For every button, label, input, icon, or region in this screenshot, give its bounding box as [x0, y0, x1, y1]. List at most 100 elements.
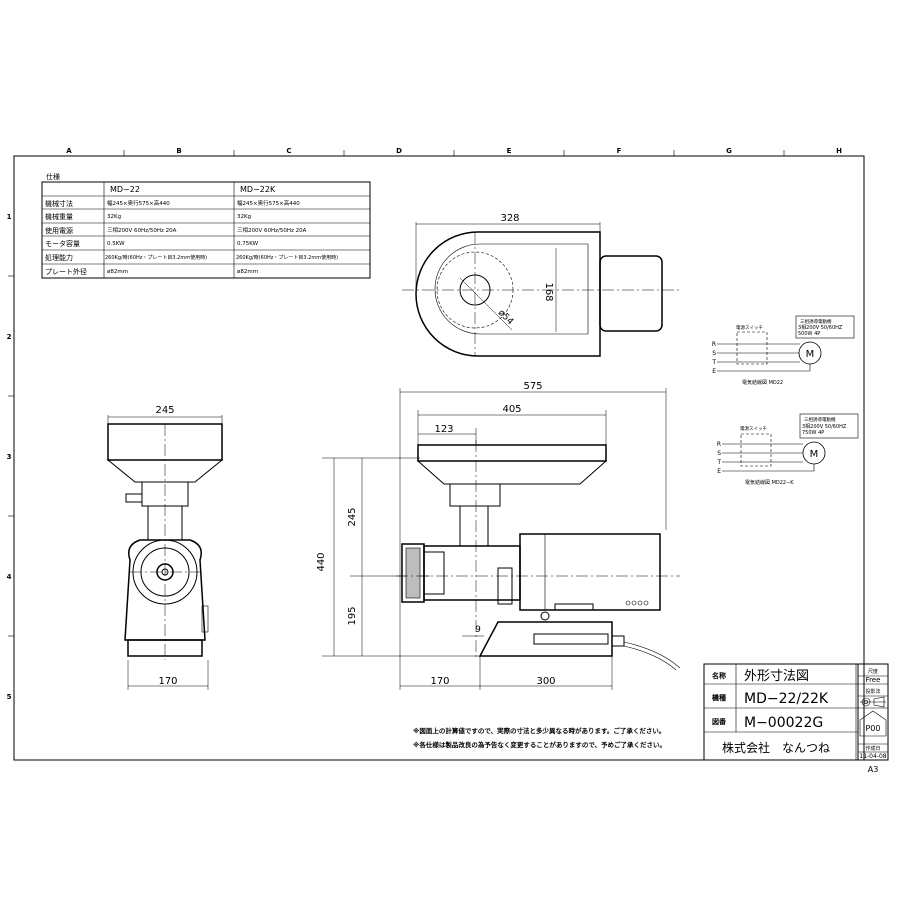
title-model-label: 機種: [712, 693, 726, 702]
side-view-dim-total: 575: [523, 381, 542, 392]
side-view-dim-upper: 245: [347, 507, 358, 526]
terminal-label: R: [717, 441, 721, 448]
title-drawing-no-label: 図番: [712, 717, 727, 726]
terminal-label: T: [716, 459, 721, 466]
motor-symbol: M: [806, 349, 815, 360]
title-name-label: 名称: [712, 671, 726, 680]
drawing-border: [13, 155, 865, 761]
top-view-dim-width: 328: [500, 213, 519, 224]
spec-row-label: プレート外径: [45, 267, 87, 276]
spec-cell: 幅245×奥行575×高440: [237, 199, 300, 207]
spec-row-label: 処理能力: [45, 253, 73, 262]
spec-header-md22k: MD−22K: [240, 185, 276, 194]
grid-row-labels: 1 2 3 4 5: [7, 213, 12, 701]
top-view: 328 168 ø54: [402, 213, 680, 357]
title-block: 名称 外形寸法図 機種 MD−22/22K 図番 M−00022G 株式会社 な…: [703, 663, 859, 761]
grid-col-h: H: [836, 147, 842, 155]
side-view-dim-height: 440: [316, 552, 327, 571]
sheet-size: A3: [868, 765, 879, 774]
side-view: 575 405 123 440 245 195: [316, 381, 681, 690]
front-view: 245 170: [106, 405, 224, 690]
spec-cell: ø82mm: [107, 269, 128, 275]
spec-row-labels: 機械寸法 機械重量 使用電源 モータ容量 処理能力 プレート外径: [45, 199, 87, 276]
side-view-dim-base-right: 300: [536, 676, 555, 687]
grid-col-c: C: [286, 147, 291, 155]
spec-row-label: 使用電源: [45, 226, 73, 235]
spec-cell: 32Kg: [107, 214, 121, 220]
terminal-label: R: [712, 341, 716, 348]
title-name-value: 外形寸法図: [744, 669, 809, 684]
projection-symbol-icon: [860, 696, 886, 708]
note-line: ※各仕様は製品改良の為予告なく変更することがありますので、予めご了承ください。: [413, 740, 666, 749]
spec-row-label: 機械寸法: [45, 199, 73, 208]
spec-md22-values: 幅245×奥行575×高440 32Kg 三相200V 60Hz/50Hz 20…: [105, 199, 207, 275]
terminal-label: T: [711, 359, 716, 366]
spec-header-md22: MD−22: [110, 185, 140, 194]
notes: ※図面上の計算値ですので、実際の寸法と多少異なる時があります。ご了承ください。 …: [413, 726, 666, 749]
title-company: 株式会社 なんつね: [722, 740, 830, 755]
spec-cell: 260Kg/時(60Hz・プレート目3.2mm使用時): [105, 254, 207, 261]
switch-label: 電源スイッチ: [740, 425, 767, 432]
title-block-side: 尺度 Free 投影法 P00 作成日 11-04-08: [857, 663, 889, 761]
spec-md22k-values: 幅245×奥行575×高440 32Kg 三相200V 60Hz/50Hz 20…: [236, 199, 338, 275]
side-view-dim-hopper: 405: [502, 404, 521, 415]
wiring-diagram-md22: 電源スイッチ 三相誘導電動機 3相200V 50/60HZ 500W 4P M …: [711, 315, 855, 386]
note-line: ※図面上の計算値ですので、実際の寸法と多少異なる時があります。ご了承ください。: [413, 726, 665, 735]
spec-cell: ø82mm: [237, 269, 258, 275]
motor-symbol: M: [810, 449, 819, 460]
wiring-caption: 電気結線図 MD22: [742, 379, 783, 386]
spec-table-title: 仕様: [46, 172, 60, 181]
front-view-dim-top: 245: [155, 405, 174, 416]
grid-row-5: 5: [7, 693, 12, 701]
title-projection-label: 投影法: [865, 688, 880, 695]
grid-ticks: [8, 150, 785, 637]
spec-cell: 三相200V 60Hz/50Hz 20A: [107, 226, 177, 234]
spec-row-label: モータ容量: [45, 239, 80, 248]
spec-cell: 0.5KW: [107, 241, 125, 247]
grid-row-2: 2: [7, 333, 12, 341]
spec-cell: 三相200V 60Hz/50Hz 20A: [237, 226, 307, 234]
motor-label-2: 3相200V 50/60HZ: [798, 324, 843, 331]
grid-row-4: 4: [7, 573, 12, 581]
title-drawing-no-value: M−00022G: [744, 715, 823, 731]
grid-col-a: A: [66, 147, 72, 155]
grid-col-b: B: [176, 147, 181, 155]
grid-col-f: F: [617, 147, 622, 155]
title-scale-label: 尺度: [868, 668, 878, 675]
grid-row-1: 1: [7, 213, 12, 221]
title-stamp: P00: [865, 724, 880, 733]
title-scale-value: Free: [866, 676, 881, 684]
terminal-label: E: [717, 468, 721, 475]
grid-col-d: D: [396, 147, 402, 155]
wiring-diagram-md22k: 電源スイッチ 三相誘導電動機 3相200V 50/60HZ 750W 4P M …: [716, 413, 859, 486]
spec-cell: 幅245×奥行575×高440: [107, 199, 170, 207]
spec-cell: 32Kg: [237, 214, 251, 220]
grid-row-3: 3: [7, 453, 12, 461]
stamp-icon: P00: [859, 710, 887, 737]
motor-label-1: 三相誘導電動機: [804, 416, 836, 423]
side-view-dim-lower: 195: [347, 606, 358, 625]
side-view-dim-gap: 9: [475, 625, 481, 635]
top-view-dim-depth: 168: [543, 282, 554, 301]
title-date-label: 作成日: [865, 745, 880, 752]
front-view-dim-base: 170: [158, 676, 177, 687]
spec-cell: 0.75KW: [237, 241, 259, 247]
spec-row-label: 機械重量: [45, 212, 73, 221]
wiring-caption: 電気結線図 MD22−K: [745, 479, 794, 486]
grid-col-e: E: [507, 147, 512, 155]
side-view-dim-base-left: 170: [430, 676, 449, 687]
switch-label: 電源スイッチ: [736, 324, 763, 331]
motor-label-3: 750W 4P: [802, 430, 824, 436]
grid-column-labels: A B C D E F G H: [66, 147, 842, 155]
grid-col-g: G: [726, 147, 732, 155]
spec-table: 仕様 MD−22 MD−22K 機械寸法 機械重量 使用電源 モータ容量 処理能…: [41, 172, 371, 279]
title-date-value: 11-04-08: [859, 753, 886, 760]
side-view-dim-offset: 123: [434, 424, 453, 435]
title-model-value: MD−22/22K: [744, 691, 829, 707]
terminal-label: S: [712, 350, 716, 357]
motor-label-1: 三相誘導電動機: [800, 318, 832, 325]
spec-cell: 260Kg/時(60Hz・プレート目3.2mm使用時): [236, 254, 338, 261]
terminal-label: E: [712, 368, 716, 375]
top-view-dim-hole: ø54: [496, 308, 515, 327]
